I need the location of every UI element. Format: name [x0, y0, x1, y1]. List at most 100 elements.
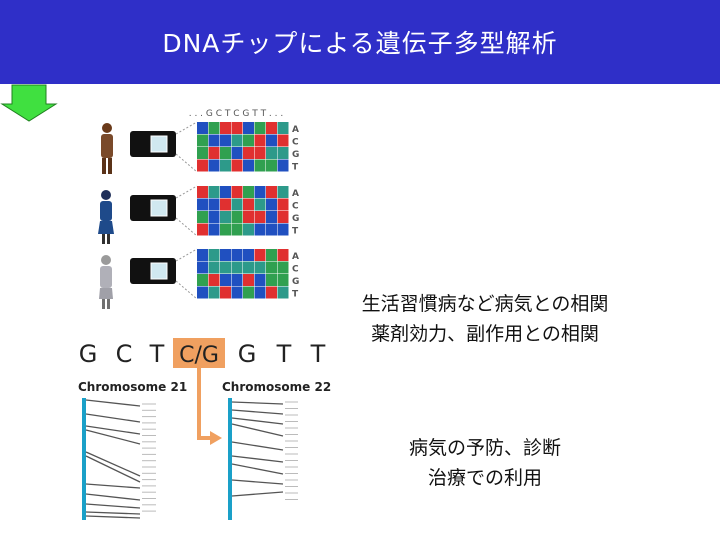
chromosome-22-link [231, 401, 284, 405]
chip-cell [220, 159, 231, 172]
base-label: T [292, 227, 299, 237]
chip-cell [208, 159, 220, 172]
chip-cell [277, 223, 289, 236]
chip-cell [208, 147, 220, 159]
snp-pointer-arrow-icon [197, 368, 222, 445]
chip-cell [243, 274, 254, 286]
chip-connector [175, 280, 198, 300]
chip-cell [243, 147, 254, 159]
chip-window [150, 262, 168, 280]
chip-cell [231, 286, 243, 299]
snp-sequence: G C T C/G G T T [79, 338, 326, 368]
person-woman-icon [98, 190, 114, 244]
chip-cell [266, 211, 277, 223]
chromosome-22-link [231, 409, 284, 415]
chip-cell [266, 274, 277, 286]
chip-cell [220, 134, 231, 147]
chip-cell [197, 198, 208, 211]
sequence-header: . . . G C T C G T T . . . [189, 109, 284, 119]
chip-cell [197, 186, 208, 198]
chromosome-21-link [85, 429, 141, 445]
chromosome-22-link [231, 423, 284, 437]
chip-cell [277, 198, 289, 211]
chip-cell [277, 122, 289, 134]
chip-cell [266, 186, 277, 198]
chip-cell [266, 198, 277, 211]
chip-cell [243, 223, 254, 236]
chip-cell [254, 186, 266, 198]
chip-cell [220, 261, 231, 274]
chip-cell [277, 274, 289, 286]
chip-cell [220, 223, 231, 236]
chip-cell [208, 211, 220, 223]
chromosome-21-link [85, 503, 141, 509]
chip-cell [254, 198, 266, 211]
chip-cell [277, 261, 289, 274]
base-label: G [292, 214, 299, 224]
chip-cell [254, 286, 266, 299]
chromosome-22-label: Chromosome 22 [222, 380, 331, 394]
correlation-text: 生活習慣病など病気との相関 薬剤効力、副作用との相関 [320, 289, 650, 349]
chip-cell [208, 198, 220, 211]
chip-cell [220, 186, 231, 198]
person-man-icon [101, 123, 113, 174]
base-label: A [292, 252, 299, 262]
chip-cell [231, 261, 243, 274]
chip-cell [220, 198, 231, 211]
chip-cell [254, 134, 266, 147]
chip-cell [220, 286, 231, 299]
chip-cell [231, 159, 243, 172]
chip-cell [266, 286, 277, 299]
slide-title: DNAチップによる遺伝子多型解析 [162, 29, 558, 58]
chromosome-22-link [231, 463, 284, 475]
snp-base: G [79, 340, 98, 368]
chromosome-21-link [85, 425, 141, 435]
base-label: C [292, 202, 299, 212]
chip-cell [220, 147, 231, 159]
chromosome-21-link [85, 483, 141, 489]
chip-cell [197, 211, 208, 223]
chip-cell [266, 147, 277, 159]
chip-cell [208, 249, 220, 261]
chip-cell [231, 134, 243, 147]
base-label: T [292, 163, 299, 173]
outcome-text: 病気の予防、診断 治療での利用 [320, 433, 650, 493]
chromosome-22-link [231, 479, 284, 485]
snp-base: T [276, 340, 292, 368]
chromosome-21-link [85, 451, 141, 477]
chip-window [150, 135, 168, 153]
chromosome-21-link [85, 511, 141, 515]
chip-cell [208, 261, 220, 274]
chip-cell [231, 147, 243, 159]
chip-cell [243, 261, 254, 274]
chromosome-21-link [85, 493, 141, 501]
chip-cell [208, 274, 220, 286]
chromosome-21-link [85, 515, 141, 519]
chip-cell [197, 274, 208, 286]
snp-base: G [238, 340, 257, 368]
chip-cell [197, 286, 208, 299]
snp-highlight [173, 338, 225, 368]
chip-cell [197, 249, 208, 261]
chip-cell [254, 211, 266, 223]
chip-cell [231, 198, 243, 211]
chip-cell [266, 122, 277, 134]
chromosome-22-link [231, 455, 284, 463]
person-elder-icon [99, 255, 113, 309]
chromosome-22-link [231, 491, 284, 497]
chip-cell [231, 223, 243, 236]
chip-cell [220, 122, 231, 134]
chip-cell [243, 211, 254, 223]
chip-cell [277, 147, 289, 159]
outcome-line-1: 病気の予防、診断 [408, 437, 561, 459]
chromosome-22-link [231, 441, 284, 451]
chip-cell [266, 261, 277, 274]
base-label: G [292, 150, 299, 160]
chip-cell [208, 286, 220, 299]
slide-header: DNAチップによる遺伝子多型解析 [0, 0, 720, 84]
base-label: C [292, 265, 299, 275]
chromosome-21-link [85, 413, 141, 423]
chip-cell [197, 223, 208, 236]
